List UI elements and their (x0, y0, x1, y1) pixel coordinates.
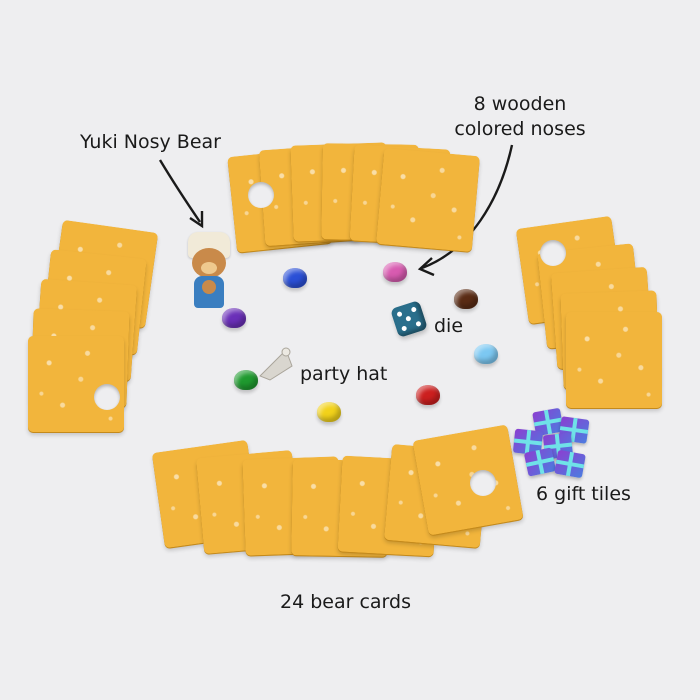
bear-card (412, 424, 524, 536)
nose-purple (222, 308, 246, 328)
party-hat-piece (259, 347, 293, 381)
bear-belly (202, 280, 216, 294)
card-hole (470, 470, 496, 496)
nose-pink (383, 262, 407, 282)
label-wooden-noses: 8 wooden colored noses (440, 92, 600, 142)
nose-red (416, 385, 440, 405)
nose-blue (283, 268, 307, 288)
label-die: die (434, 315, 464, 337)
label-wooden-noses-line1: 8 wooden (473, 93, 567, 115)
nose-brown (454, 289, 478, 309)
bear-card (375, 147, 481, 253)
bear-snout (201, 262, 217, 274)
bear-card (566, 312, 662, 408)
label-wooden-noses-line2: colored noses (454, 118, 586, 140)
card-hole (540, 240, 566, 266)
yuki-bear-figure (186, 232, 232, 310)
bear-arrowhead (189, 211, 204, 229)
die-pip (410, 306, 417, 313)
noses-arrowhead (417, 257, 435, 277)
nose-light-blue (474, 344, 498, 364)
die-pip (415, 320, 422, 327)
gift-tile (554, 449, 586, 479)
label-gift-tiles: 6 gift tiles (536, 483, 631, 505)
die-pip (405, 315, 412, 322)
label-party-hat: party hat (300, 363, 388, 385)
card-hole (94, 384, 120, 410)
card-hole (248, 182, 274, 208)
nose-green (234, 370, 258, 390)
label-bear-cards: 24 bear cards (280, 591, 411, 613)
die-pip (396, 311, 403, 318)
noses-arrow (421, 144, 514, 270)
bear-arrow (158, 159, 201, 223)
nose-yellow (317, 402, 341, 422)
die-pip (401, 325, 408, 332)
label-yuki-nosy-bear: Yuki Nosy Bear (80, 131, 221, 153)
